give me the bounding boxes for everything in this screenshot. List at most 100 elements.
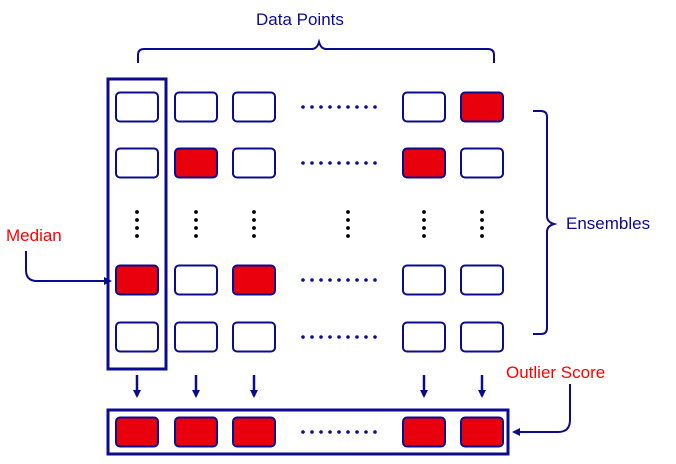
horizontal-ellipsis: [301, 430, 305, 434]
horizontal-ellipsis: [328, 161, 332, 165]
horizontal-ellipsis: [364, 161, 368, 165]
ellipsis-marks: [135, 105, 484, 434]
ensemble-cell: [232, 264, 276, 296]
outlier-score-cell: [115, 416, 159, 448]
vertical-ellipsis: [422, 218, 426, 222]
ensemble-cell: [115, 147, 159, 179]
horizontal-ellipsis: [319, 430, 323, 434]
horizontal-ellipsis: [319, 335, 323, 339]
vertical-ellipsis: [135, 226, 139, 230]
ensembles-brace: [533, 110, 558, 335]
ensemble-cell: [174, 321, 218, 353]
outlier-score-cell: [232, 416, 276, 448]
vertical-ellipsis: [135, 210, 139, 214]
horizontal-ellipsis: [346, 105, 350, 109]
horizontal-ellipsis: [355, 335, 359, 339]
horizontal-ellipsis: [364, 335, 368, 339]
horizontal-ellipsis: [364, 105, 368, 109]
vertical-ellipsis: [135, 234, 139, 238]
horizontal-ellipsis: [337, 278, 341, 282]
vertical-ellipsis: [422, 234, 426, 238]
ensemble-cell: [460, 91, 504, 123]
median-label: Median: [6, 226, 62, 245]
ensemble-cell: [232, 321, 276, 353]
vertical-ellipsis: [252, 210, 256, 214]
horizontal-ellipsis: [355, 430, 359, 434]
vertical-ellipsis: [346, 210, 350, 214]
horizontal-ellipsis: [346, 430, 350, 434]
ensemble-cell: [460, 264, 504, 296]
outlier-score-frame: [106, 408, 510, 456]
horizontal-ellipsis: [337, 335, 341, 339]
horizontal-ellipsis: [301, 161, 305, 165]
data-points-label: Data Points: [256, 10, 344, 29]
ensemble-cell: [402, 321, 446, 353]
vertical-ellipsis: [480, 218, 484, 222]
ensemble-cell: [402, 147, 446, 179]
horizontal-ellipsis: [337, 105, 341, 109]
vertical-ellipsis: [194, 218, 198, 222]
horizontal-ellipsis: [328, 105, 332, 109]
ensemble-cell: [460, 321, 504, 353]
vertical-ellipsis: [252, 218, 256, 222]
ensemble-cell: [460, 147, 504, 179]
horizontal-ellipsis: [355, 278, 359, 282]
horizontal-ellipsis: [373, 278, 377, 282]
horizontal-ellipsis: [373, 105, 377, 109]
outlier-score-label: Outlier Score: [506, 363, 606, 382]
outlier-score-arrow: [512, 384, 571, 436]
horizontal-ellipsis: [310, 278, 314, 282]
vertical-ellipsis: [135, 218, 139, 222]
ensemble-cell: [232, 91, 276, 123]
ensemble-cell: [402, 91, 446, 123]
outlier-score-cell: [174, 416, 218, 448]
vertical-ellipsis: [194, 226, 198, 230]
horizontal-ellipsis: [301, 335, 305, 339]
horizontal-ellipsis: [319, 105, 323, 109]
horizontal-ellipsis: [310, 335, 314, 339]
horizontal-ellipsis: [364, 278, 368, 282]
vertical-ellipsis: [422, 210, 426, 214]
vertical-ellipsis: [252, 234, 256, 238]
horizontal-ellipsis: [301, 105, 305, 109]
horizontal-ellipsis: [364, 430, 368, 434]
horizontal-ellipsis: [346, 161, 350, 165]
down-arrows: [133, 375, 486, 398]
outlier-score-cell: [460, 416, 504, 448]
data-points-brace: [137, 38, 495, 63]
horizontal-ellipsis: [346, 278, 350, 282]
horizontal-ellipsis: [328, 430, 332, 434]
horizontal-ellipsis: [373, 335, 377, 339]
ensemble-cell: [174, 147, 218, 179]
ensemble-cell: [115, 91, 159, 123]
horizontal-ellipsis: [328, 335, 332, 339]
ensemble-cell: [174, 91, 218, 123]
ensemble-cell: [232, 147, 276, 179]
vertical-ellipsis: [346, 226, 350, 230]
horizontal-ellipsis: [310, 161, 314, 165]
horizontal-ellipsis: [319, 161, 323, 165]
horizontal-ellipsis: [337, 430, 341, 434]
median-arrow: [25, 251, 112, 285]
ensemble-cell: [402, 264, 446, 296]
horizontal-ellipsis: [328, 278, 332, 282]
vertical-ellipsis: [194, 210, 198, 214]
vertical-ellipsis: [422, 226, 426, 230]
ensemble-cell: [115, 321, 159, 353]
horizontal-ellipsis: [355, 105, 359, 109]
horizontal-ellipsis: [319, 278, 323, 282]
vertical-ellipsis: [252, 226, 256, 230]
ensemble-cell: [115, 264, 159, 296]
ensemble-cell: [174, 264, 218, 296]
horizontal-ellipsis: [310, 430, 314, 434]
horizontal-ellipsis: [337, 161, 341, 165]
vertical-ellipsis: [480, 226, 484, 230]
matrix-cells: [115, 91, 504, 448]
vertical-ellipsis: [194, 234, 198, 238]
horizontal-ellipsis: [373, 161, 377, 165]
vertical-ellipsis: [346, 218, 350, 222]
vertical-ellipsis: [480, 234, 484, 238]
horizontal-ellipsis: [301, 278, 305, 282]
median-column-frame: [106, 77, 168, 371]
outlier-score-cell: [402, 416, 446, 448]
